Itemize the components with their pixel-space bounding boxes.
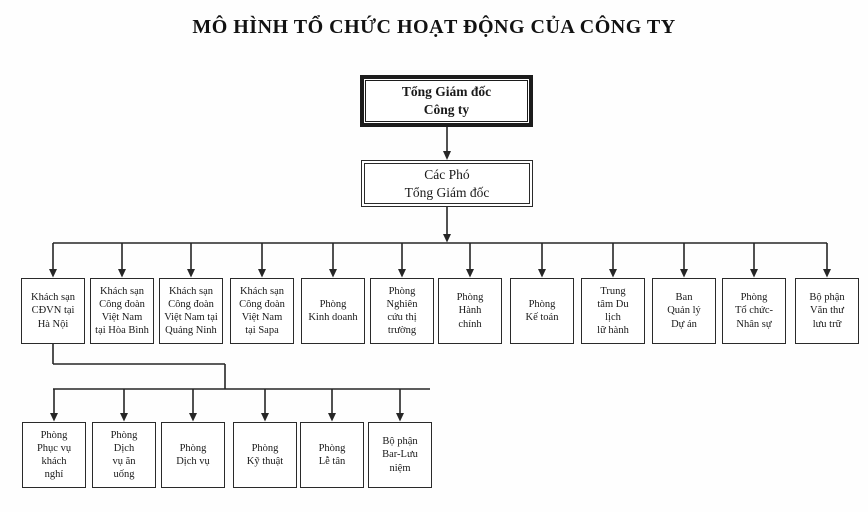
- dept-box-phong-dich-vu-an-uong: Phòng Dịch vụ ăn uống: [92, 422, 156, 488]
- dept-box-phong-nghien-cuu-thi-truong: Phòng Nghiên cứu thị trường: [370, 278, 434, 344]
- dept-box-phong-ke-toan: Phòng Kế toán: [510, 278, 574, 344]
- dept-box-phong-le-tan: Phòng Lễ tân: [300, 422, 364, 488]
- dept-box-phong-dich-vu: Phòng Dịch vụ: [161, 422, 225, 488]
- chart-title: MÔ HÌNH TỔ CHỨC HOẠT ĐỘNG CỦA CÔNG TY: [192, 16, 676, 38]
- dept-box-phong-to-chuc-nhan-su: Phòng Tổ chức- Nhân sự: [722, 278, 786, 344]
- dept-box-phong-kinh-doanh: Phòng Kinh doanh: [301, 278, 365, 344]
- dept-box-ks-cdvn-ha-noi: Khách sạn CĐVN tại Hà Nội: [21, 278, 85, 344]
- dept-box-ks-cd-hoa-binh: Khách sạn Công đoàn Việt Nam tại Hòa Bìn…: [90, 278, 154, 344]
- dept-box-phong-hanh-chinh: Phòng Hành chính: [438, 278, 502, 344]
- box-ceo-label: Tổng Giám đốc Công ty: [365, 80, 528, 122]
- box-ceo: Tổng Giám đốc Công ty: [360, 75, 533, 127]
- connectors: [49, 127, 831, 422]
- dept-box-ks-cd-quang-ninh: Khách sạn Công đoàn Việt Nam tại Quảng N…: [159, 278, 223, 344]
- dept-box-bo-phan-van-thu: Bộ phận Văn thư lưu trữ: [795, 278, 859, 344]
- box-deputy: Các Phó Tổng Giám đốc: [361, 160, 533, 207]
- dept-box-phong-phuc-vu-khach-nghi: Phòng Phục vụ khách nghỉ: [22, 422, 86, 488]
- dept-box-ban-quan-ly-du-an: Ban Quản lý Dự án: [652, 278, 716, 344]
- dept-box-trung-tam-du-lich: Trung tâm Du lịch lữ hành: [581, 278, 645, 344]
- dept-box-ks-cd-sapa: Khách sạn Công đoàn Việt Nam tại Sapa: [230, 278, 294, 344]
- dept-box-bo-phan-bar-luu-niem: Bộ phận Bar-Lưu niệm: [368, 422, 432, 488]
- dept-box-phong-ky-thuat: Phòng Kỹ thuật: [233, 422, 297, 488]
- box-deputy-label: Các Phó Tổng Giám đốc: [364, 163, 530, 204]
